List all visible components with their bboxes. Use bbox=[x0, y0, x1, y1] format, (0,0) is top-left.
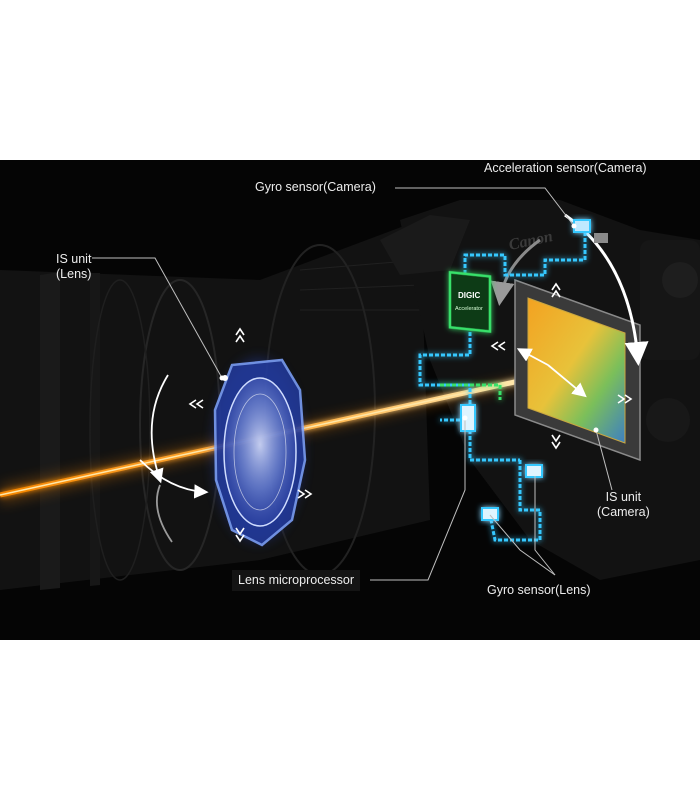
label-gyro-sensor-camera: Gyro sensor(Camera) bbox=[255, 180, 376, 194]
label-is-unit-lens-line2: (Lens) bbox=[56, 267, 92, 281]
label-lens-microprocessor: Lens microprocessor bbox=[232, 570, 361, 591]
lens-shift-chevrons bbox=[188, 327, 313, 543]
rotation-arrow-back bbox=[490, 238, 541, 306]
leader-lines bbox=[92, 187, 613, 581]
label-is-unit-camera-line1: IS unit bbox=[605, 490, 642, 504]
image-sensor bbox=[514, 278, 641, 462]
label-is-unit-camera-line2: (Camera) bbox=[597, 505, 650, 519]
label-is-unit-camera: IS unit (Camera) bbox=[597, 490, 650, 520]
lens-is-unit bbox=[213, 358, 307, 547]
digic-chip: DIGIC Accelerator bbox=[448, 270, 492, 333]
label-acceleration-sensor-camera: Acceleration sensor(Camera) bbox=[484, 161, 647, 175]
chip-label: DIGIC bbox=[458, 291, 480, 300]
sensor-shift-chevrons bbox=[490, 282, 633, 450]
label-gyro-sensor-lens: Gyro sensor(Lens) bbox=[487, 583, 591, 597]
label-is-unit-lens-line1: IS unit bbox=[56, 252, 92, 266]
lens-rotation-arrows bbox=[139, 374, 209, 543]
gyro-sensor-lens-chip bbox=[481, 464, 543, 521]
stabilization-diagram: Canon bbox=[0, 187, 700, 590]
diagram-stage: Canon bbox=[0, 160, 700, 640]
chip-sublabel: Accelerator bbox=[455, 306, 483, 312]
lens-barrel bbox=[0, 220, 430, 590]
label-is-unit-lens: IS unit (Lens) bbox=[56, 252, 91, 282]
